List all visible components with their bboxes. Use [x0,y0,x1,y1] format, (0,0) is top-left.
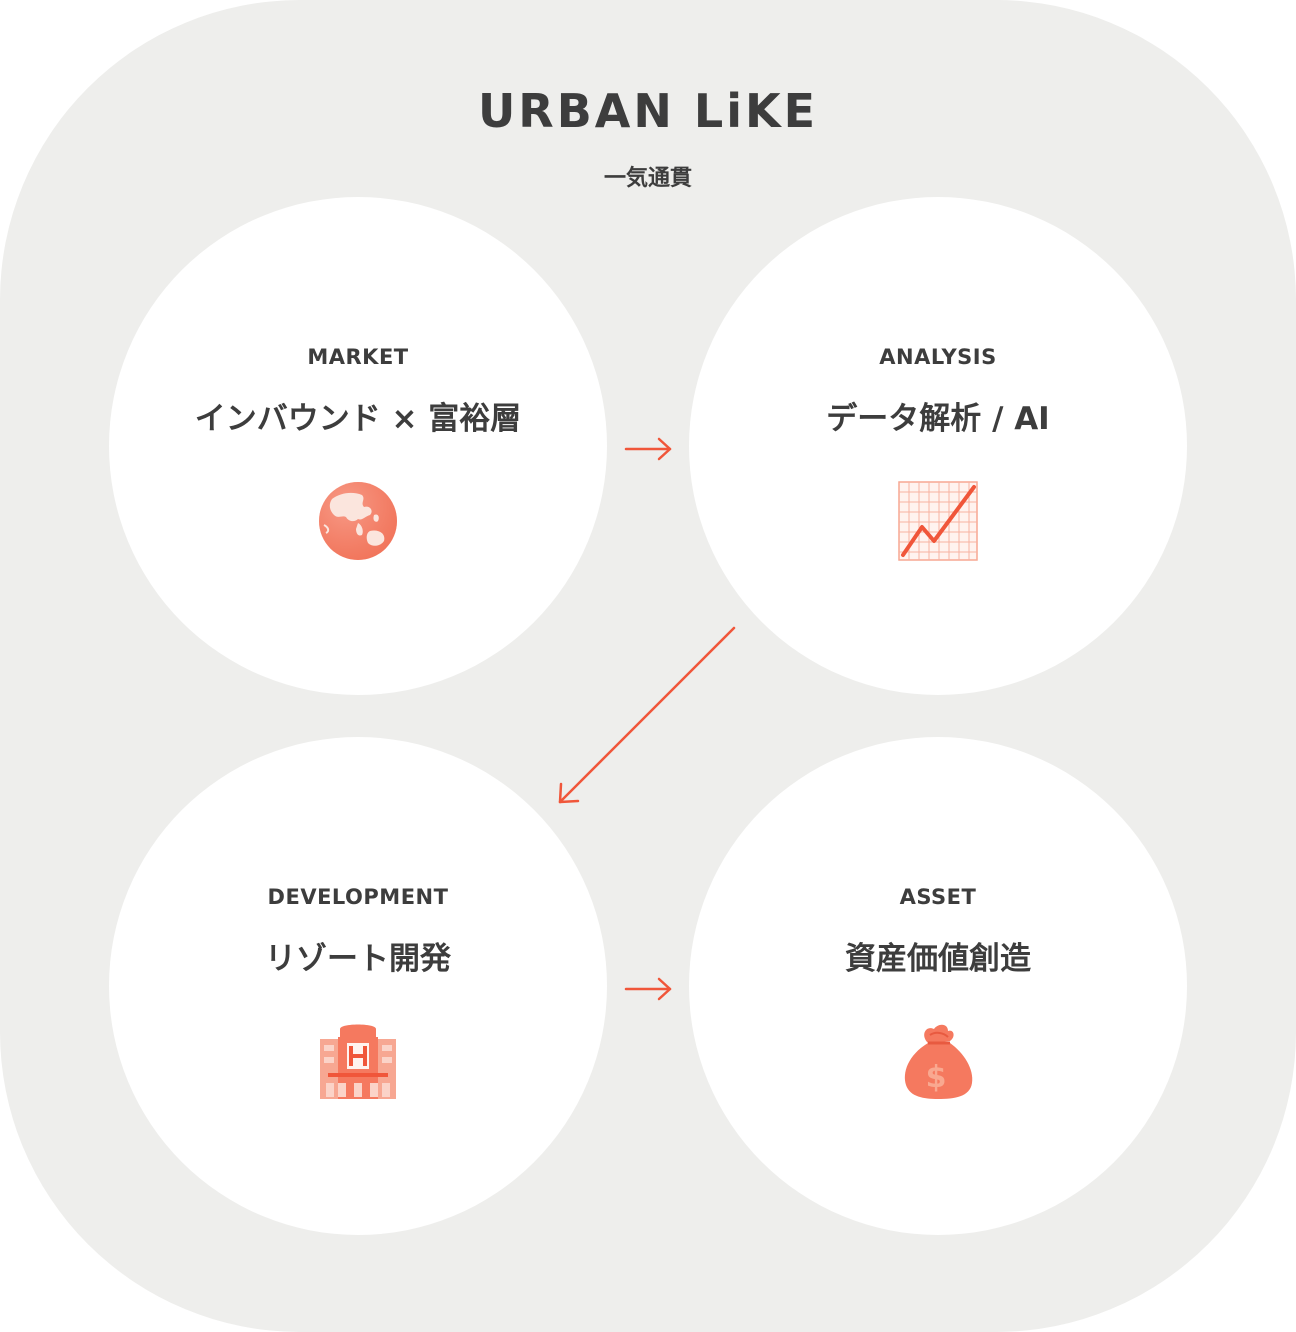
node-development: DEVELOPMENT リゾート開発 [109,737,607,1235]
svg-text:$: $ [926,1060,947,1095]
node-asset: ASSET 資産価値創造 $ [689,737,1187,1235]
node-heading: 資産価値創造 [845,941,1031,977]
node-label: ASSET [899,885,977,909]
node-label: ANALYSIS [879,345,997,369]
node-label: MARKET [307,345,409,369]
arrow-analysis-to-development [558,626,736,804]
chart-increasing-icon [898,481,978,561]
node-heading: リゾート開発 [265,941,451,977]
node-analysis: ANALYSIS データ解析 / AI [689,197,1187,695]
globe-icon [319,482,397,560]
hotel-icon [320,1024,396,1099]
node-heading: インバウンド × 富裕層 [194,401,522,437]
money-bag-icon: $ [904,1024,973,1099]
arrow-development-to-asset [624,977,672,1001]
tagline: 一気通貫 [603,166,692,191]
brand-logo: URBAN LiKE [477,84,819,138]
node-heading: データ解析 / AI [826,401,1050,437]
node-market: MARKET インバウンド × 富裕層 [109,197,607,695]
arrow-market-to-analysis [624,437,672,461]
node-label: DEVELOPMENT [267,885,449,909]
